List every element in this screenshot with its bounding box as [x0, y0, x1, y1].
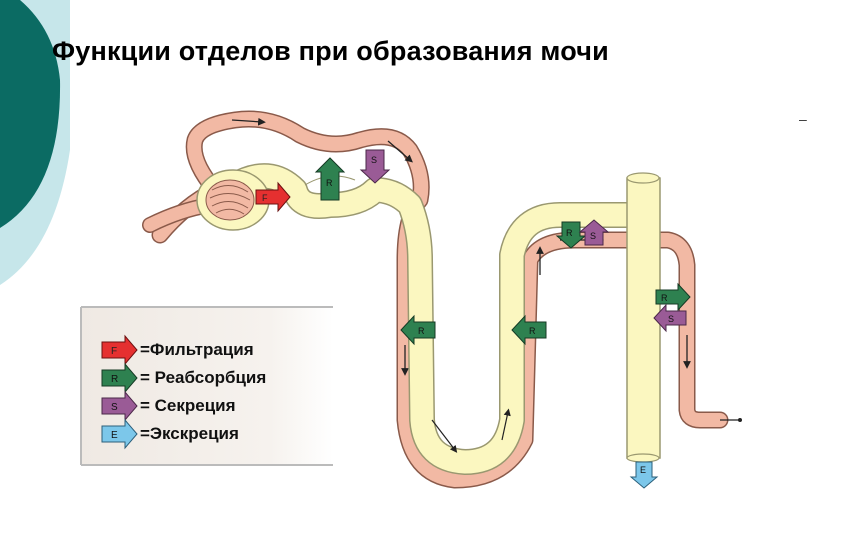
legend-background: F R S E — [80, 306, 333, 466]
collecting-duct-markers: R S — [653, 282, 691, 333]
decorative-corner — [0, 0, 70, 285]
excretion-arrow — [629, 461, 659, 489]
svg-text:E: E — [111, 430, 118, 441]
legend-secretion-icon: S — [101, 390, 138, 422]
excretion-marker: E — [629, 461, 659, 489]
tubule-fill — [223, 164, 640, 474]
filtration-letter: F — [262, 193, 268, 203]
vessel-flow-arrow — [231, 117, 266, 126]
collecting-duct-top — [626, 172, 660, 184]
filtration-arrow — [255, 181, 291, 213]
capillary-loops — [209, 185, 251, 215]
glomerulus — [196, 169, 270, 231]
reabsorption-marker-ascending: R — [511, 314, 547, 346]
tubule-flow-arrow — [431, 419, 458, 453]
corner-dark-shape — [0, 0, 61, 228]
tubule-flow-arrow — [501, 408, 511, 441]
collecting-duct — [626, 172, 661, 463]
filtration-marker: F — [255, 181, 291, 213]
excretion-letter: E — [640, 465, 646, 475]
reabsorption-letter: R — [326, 178, 333, 188]
secretion-letter: S — [590, 231, 596, 241]
secretion-letter: S — [371, 155, 377, 165]
secretion-letter: S — [668, 314, 674, 324]
reabsorption-letter: R — [661, 293, 668, 303]
collecting-duct-bottom — [626, 453, 660, 463]
reabsorption-letter: R — [566, 228, 573, 238]
page-title: Функции отделов при образования мочи — [52, 36, 609, 66]
legend-reabsorption-label: = Реабсорбция — [140, 368, 267, 387]
svg-text:S: S — [111, 402, 118, 413]
corner-mark: – — [799, 111, 807, 127]
reabsorption-letter: R — [529, 326, 536, 336]
svg-text:R: R — [111, 374, 118, 385]
capillary-tuft — [205, 179, 255, 221]
reabsorption-arrow — [314, 157, 346, 201]
distal-markers: R S — [555, 219, 610, 249]
legend-excretion-icon: E — [101, 418, 138, 450]
legend-secretion-label: = Секреция — [140, 396, 236, 415]
legend-reabsorption-icon: R — [101, 362, 138, 394]
legend-filtration-icon: F — [101, 334, 138, 366]
vessel-flow-arrow — [387, 140, 413, 163]
svg-text:F: F — [111, 346, 117, 357]
reabsorption-marker-descending: R — [400, 314, 436, 346]
legend: F R S E =Фильтрация = Реабсорбция = Секр… — [80, 306, 334, 466]
secretion-marker-proximal: S — [359, 149, 391, 184]
reabsorption-marker-proximal: R — [314, 157, 346, 201]
reabsorption-letter: R — [418, 326, 425, 336]
legend-filtration-label: =Фильтрация — [140, 340, 254, 359]
secretion-arrow — [359, 149, 391, 184]
vessel-outflow-dot — [738, 418, 742, 422]
legend-excretion-label: =Экскреция — [140, 424, 239, 443]
